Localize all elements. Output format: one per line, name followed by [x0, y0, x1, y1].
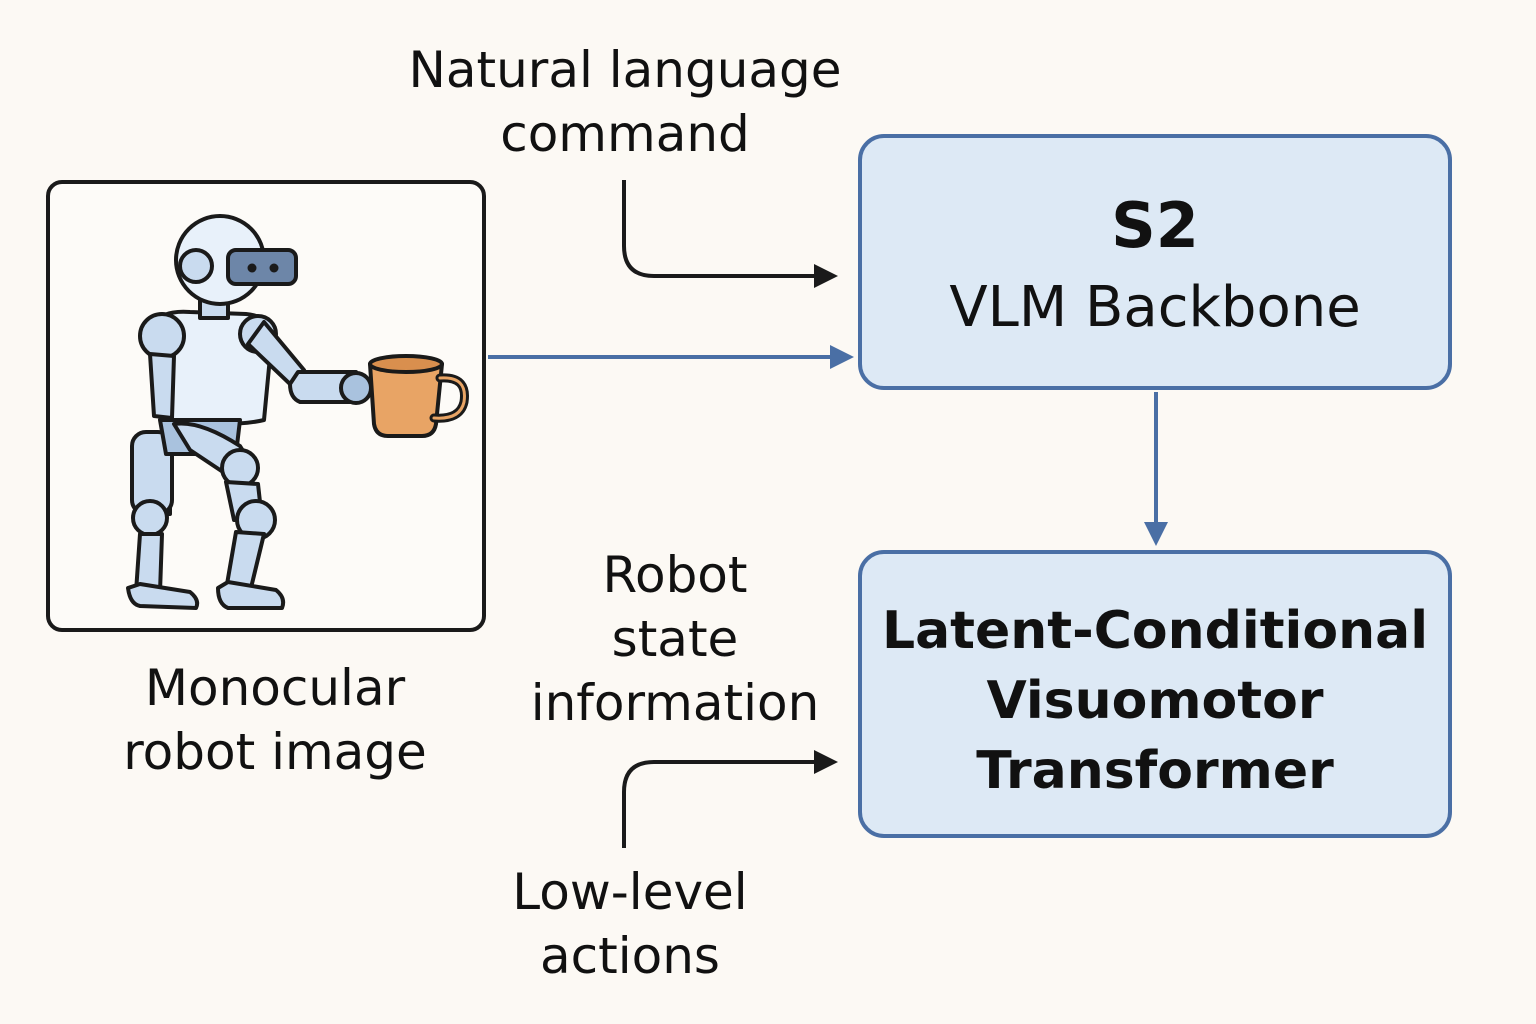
transformer-line-2: Visuomotor — [986, 671, 1324, 731]
s2-box-title: S2 — [1111, 189, 1199, 262]
robot-image-line-1: Monocular — [144, 659, 406, 717]
transformer-line-3: Transformer — [976, 741, 1334, 801]
robot-image-line-2: robot image — [123, 723, 427, 781]
s2-to-transformer-arrow — [1144, 392, 1168, 546]
s2-vlm-backbone-box: S2 VLM Backbone — [858, 134, 1452, 390]
low-level-actions-label: Low-level actions — [460, 860, 800, 988]
robot-state-line-3: information — [530, 674, 820, 732]
visuomotor-transformer-box: Latent-Conditional Visuomotor Transforme… — [858, 550, 1452, 838]
language-command-line-2: command — [500, 105, 750, 163]
s2-box-subtitle: VLM Backbone — [949, 275, 1361, 340]
robot-holding-mug-icon — [126, 214, 469, 610]
robot-state-label: Robot state information — [500, 543, 850, 735]
language-command-line-1: Natural language — [408, 41, 842, 99]
robot-state-arrow — [622, 750, 838, 848]
image-to-s2-arrow — [488, 345, 854, 369]
language-command-arrow — [622, 180, 838, 288]
robot-state-line-2: state — [611, 610, 739, 668]
low-level-line-2: actions — [540, 927, 720, 985]
robot-image-frame — [46, 180, 486, 632]
robot-image-label: Monocular robot image — [60, 656, 490, 784]
language-command-label: Natural language command — [400, 38, 850, 166]
mug-icon — [368, 354, 469, 438]
low-level-line-1: Low-level — [512, 863, 748, 921]
transformer-line-1: Latent-Conditional — [881, 601, 1429, 661]
robot-state-line-1: Robot — [602, 546, 748, 604]
